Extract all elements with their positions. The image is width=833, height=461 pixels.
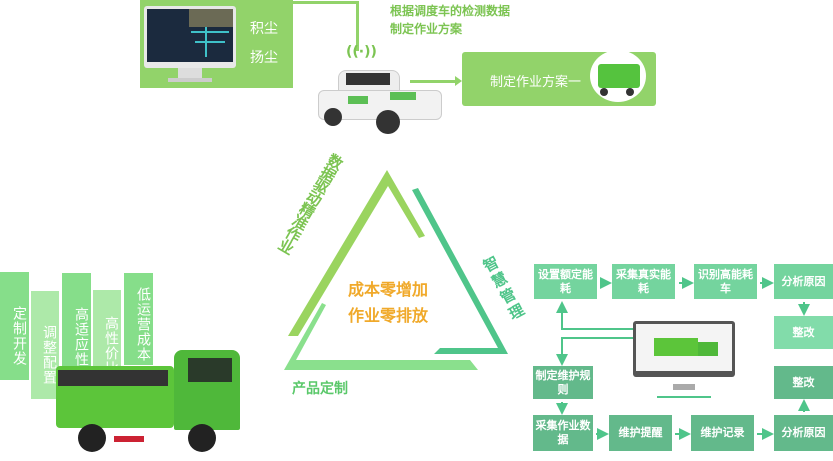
connector-line <box>356 1 359 51</box>
triangle-bottom-side <box>284 303 478 370</box>
inspection-pickup-truck: ((·)) <box>318 40 444 138</box>
arrow-to-plan <box>410 80 456 83</box>
flow-box-maintenance-record: 维护记录 <box>691 415 754 451</box>
flow-box-maintenance-reminder: 维护提醒 <box>609 415 672 451</box>
flow-box-analyze-cause-bottom: 分析原因 <box>774 415 833 451</box>
triangle-center-line-2: 作业零排放 <box>348 306 429 325</box>
signal-icon: ((·)) <box>346 44 377 60</box>
flow-box-fix-bottom: 整改 <box>774 366 833 399</box>
flow-box-identify-high-consumption: 识别高能耗车 <box>694 264 757 299</box>
arrow-head-icon <box>455 76 462 86</box>
connector-line <box>293 1 358 4</box>
flow-box-maintenance-rule: 制定维护规则 <box>533 366 593 399</box>
flow-box-set-rated-consumption: 设置额定能耗 <box>534 264 597 299</box>
sweeper-truck-image <box>48 340 248 458</box>
dust-label-accumulated: 积尘 <box>250 21 278 37</box>
dust-label-raised: 扬尘 <box>250 50 278 66</box>
caption-line-2: 制定作业方案 <box>390 22 463 36</box>
flow-box-collect-work-data: 采集作业数据 <box>533 415 593 451</box>
plan-box: 制定作业方案一 <box>462 50 656 106</box>
triangle-left-side <box>288 170 425 336</box>
feature-config: 调整配置 <box>31 291 59 399</box>
flow-box-analyze-cause-top: 分析原因 <box>774 264 833 299</box>
arrow <box>556 301 633 330</box>
dust-monitor-panel: 积尘 扬尘 <box>140 0 293 88</box>
feature-adaptability: 高适应性 <box>62 273 91 383</box>
monitor-illustration <box>144 6 236 68</box>
arrow <box>556 337 633 366</box>
flow-box-fix-top: 整改 <box>774 316 833 349</box>
triangle-center-line-1: 成本零增加 <box>348 280 429 299</box>
feature-custom-dev: 定制开发 <box>0 272 29 380</box>
flow-box-collect-real-consumption: 采集真实能耗 <box>612 264 675 299</box>
small-sweeper-image <box>590 50 646 102</box>
caption-line-1: 根据调度车的检测数据 <box>390 4 511 18</box>
triangle-right-side <box>412 188 508 354</box>
bottom-side-label: 产品定制 <box>292 381 348 397</box>
feature-low-cost: 低运营成本 <box>124 273 153 365</box>
monitor-with-sweeper <box>633 321 735 377</box>
plan-box-label: 制定作业方案一 <box>490 75 582 90</box>
